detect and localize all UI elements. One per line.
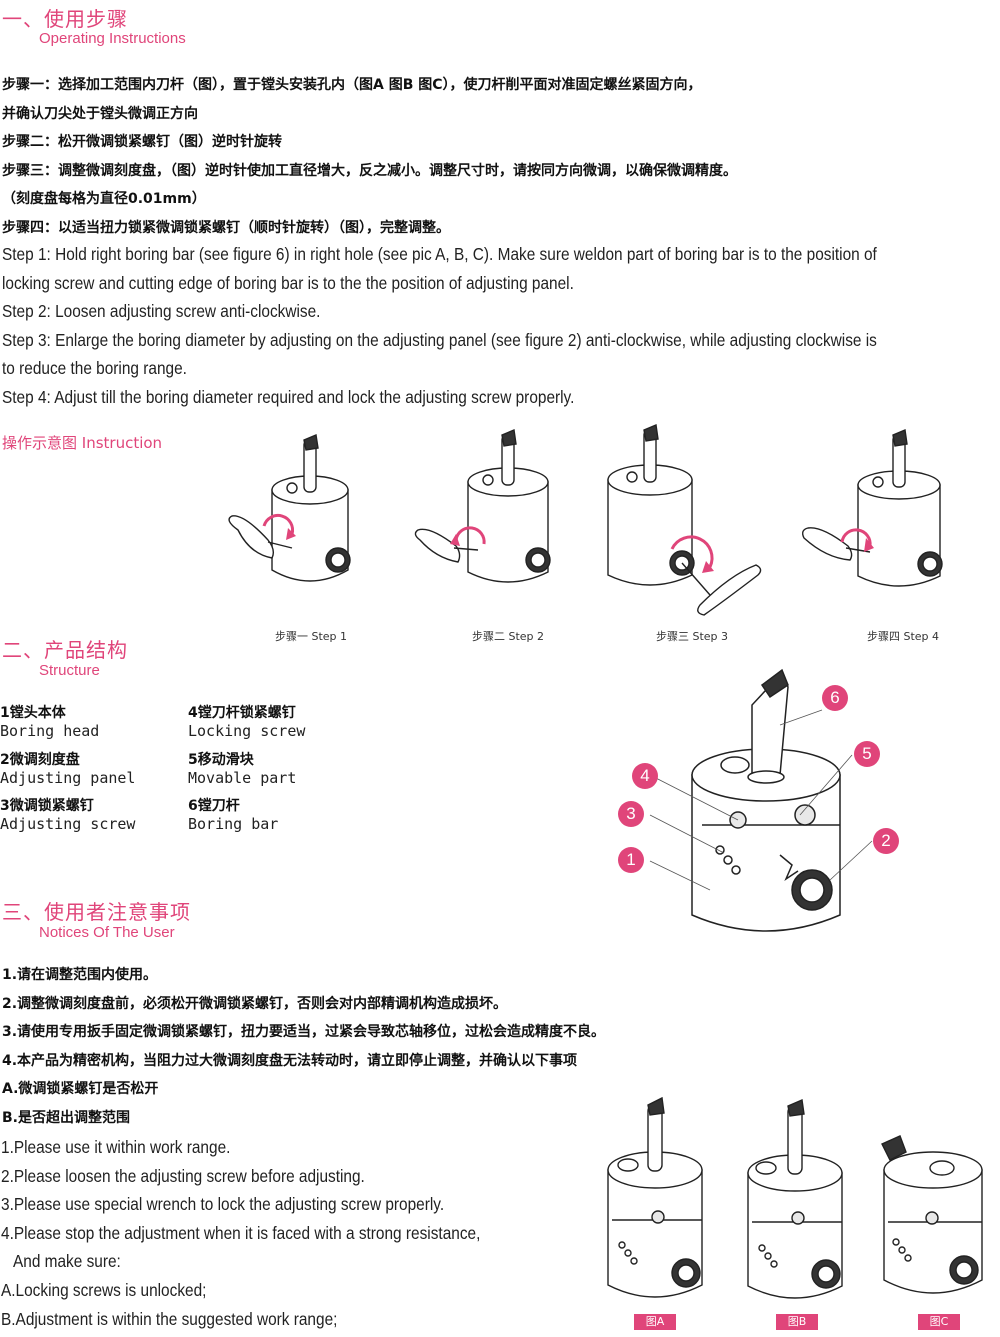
en-line: to reduce the boring range. <box>2 358 187 379</box>
instruction-diagram-label: 操作示意图 Instruction <box>2 434 163 452</box>
cn-line: 步骤四：以适当扭力锁紧微调锁紧螺钉（顺时针旋转）（图），完整调整。 <box>2 219 450 236</box>
en-notice: 1.Please use it within work range. <box>1 1137 231 1157</box>
part-name-cn: 5移动滑块 <box>188 751 254 768</box>
figure-c-tag: 图C <box>918 1314 960 1330</box>
cn-notice: A.微调锁紧螺钉是否松开 <box>2 1081 159 1098</box>
figure-a-tag: 图A <box>634 1314 676 1330</box>
part-name-cn: 2微调刻度盘 <box>0 751 80 768</box>
cn-notice: 1.请在调整范围内使用。 <box>2 967 158 983</box>
cn-line: 并确认刀尖处于镗头微调正方向 <box>2 105 198 122</box>
part-item: 6镗刀杆 Boring bar <box>188 795 305 842</box>
en-line: locking screw and cutting edge of boring… <box>2 272 574 293</box>
figure-b-illustration <box>747 1098 843 1299</box>
section1-title-en: Operating Instructions <box>39 30 186 47</box>
cn-line: 步骤三：调整微调刻度盘，（图）逆时针使加工直径增大，反之减小。调整尺寸时，请按同… <box>2 162 737 179</box>
part-name-en: Boring head <box>0 722 100 740</box>
callout-badge-6: 6 <box>822 685 848 711</box>
part-item: 5移动滑块 Movable part <box>188 749 305 796</box>
cn-line: 步骤一：选择加工范围内刀杆（图），置于镗头安装孔内（图A 图B 图C），使刀杆削… <box>2 77 702 93</box>
en-line: Step 3: Enlarge the boring diameter by a… <box>2 329 877 350</box>
part-name-en: Locking screw <box>188 722 306 740</box>
callout-badge-2: 2 <box>873 828 899 854</box>
structure-illustration <box>649 668 873 932</box>
part-item: 4镗刀杆锁紧螺钉 Locking screw <box>188 702 305 749</box>
callout-badge-1: 1 <box>618 847 644 873</box>
section3-title-en: Notices Of The User <box>39 924 175 941</box>
figure-c-illustration <box>881 1135 983 1294</box>
en-notice: And make sure: <box>1 1251 121 1272</box>
step2-caption: 步骤二 Step 2 <box>472 630 545 643</box>
step2-illustration <box>414 429 551 583</box>
en-notice: 3.Please use special wrench to lock the … <box>1 1194 445 1215</box>
section3-en-notices: 1.Please use it within work range. 2.Ple… <box>1 1137 546 1337</box>
en-line: Step 1: Hold right boring bar (see figur… <box>2 244 877 264</box>
part-name-en: Movable part <box>188 768 297 787</box>
part-name-cn: 4镗刀杆锁紧螺钉 <box>188 705 296 721</box>
part-item: 1镗头本体 Boring head <box>0 702 135 749</box>
part-name-en: Adjusting panel <box>0 768 136 787</box>
part-name-en: Boring bar <box>188 815 279 833</box>
section3-title-cn: 三、使用者注意事项 <box>2 900 191 924</box>
section1-title-cn: 一、使用步骤 <box>2 7 128 31</box>
section2-title-en: Structure <box>39 662 100 679</box>
cn-line: 步骤二：松开微调锁紧螺钉（图）逆时针旋转 <box>2 134 282 150</box>
section2-title-cn: 二、产品结构 <box>2 638 128 662</box>
figure-a-illustration <box>607 1096 703 1298</box>
en-notice: A.Locking screws is unlocked; <box>1 1279 207 1300</box>
step3-caption: 步骤三 Step 3 <box>656 630 729 643</box>
cn-notice: 3.请使用专用扳手固定微调锁紧螺钉，扭力要适当，过紧会导致芯轴移位，过松会造成精… <box>2 1024 606 1041</box>
part-item: 2微调刻度盘 Adjusting panel <box>0 749 135 796</box>
callout-badge-3: 3 <box>618 801 644 827</box>
cn-notice: B.是否超出调整范围 <box>2 1109 130 1126</box>
section3-cn-notices: 1.请在调整范围内使用。 2.调整微调刻度盘前，必须松开微调锁紧螺钉，否则会对内… <box>2 965 605 1137</box>
step1-illustration <box>228 434 351 582</box>
callout-badge-5: 5 <box>854 741 880 767</box>
callout-badge-4: 4 <box>632 763 658 789</box>
part-list-right: 4镗刀杆锁紧螺钉 Locking screw 5移动滑块 Movable par… <box>188 702 305 842</box>
cn-notice: 4.本产品为精密机构，当阻力过大微调刻度盘无法转动时，请立即停止调整，并确认以下… <box>2 1052 578 1069</box>
step4-caption: 步骤四 Step 4 <box>867 630 940 643</box>
step4-illustration <box>801 429 943 587</box>
step1-caption: 步骤一 Step 1 <box>275 630 348 643</box>
en-notice: 4.Please stop the adjustment when it is … <box>1 1222 481 1243</box>
part-item: 3微调锁紧螺钉 Adjusting screw <box>0 795 135 842</box>
cn-notice: 2.调整微调刻度盘前，必须松开微调锁紧螺钉，否则会对内部精调机构造成损坏。 <box>2 995 508 1012</box>
section1-cn-instructions: 步骤一：选择加工范围内刀杆（图），置于镗头安装孔内（图A 图B 图C），使刀杆削… <box>2 75 737 246</box>
en-line: Step 2: Loosen adjusting screw anti-cloc… <box>2 301 321 322</box>
part-name-cn: 3微调锁紧螺钉 <box>0 798 94 814</box>
figure-b-tag: 图B <box>776 1314 818 1330</box>
part-name-cn: 1镗头本体 <box>0 705 66 721</box>
step3-illustration <box>607 424 762 616</box>
en-notice: B.Adjustment is within the suggested wor… <box>1 1308 338 1329</box>
part-name-en: Adjusting screw <box>0 815 136 833</box>
en-line: Step 4: Adjust till the boring diameter … <box>2 386 575 407</box>
part-name-cn: 6镗刀杆 <box>188 798 240 814</box>
part-list-left: 1镗头本体 Boring head 2微调刻度盘 Adjusting panel… <box>0 702 135 842</box>
cn-line: （刻度盘每格为直径0.01mm） <box>2 191 206 207</box>
section1-en-instructions: Step 1: Hold right boring bar (see figur… <box>2 244 996 416</box>
en-notice: 2.Please loosen the adjusting screw befo… <box>1 1165 365 1186</box>
